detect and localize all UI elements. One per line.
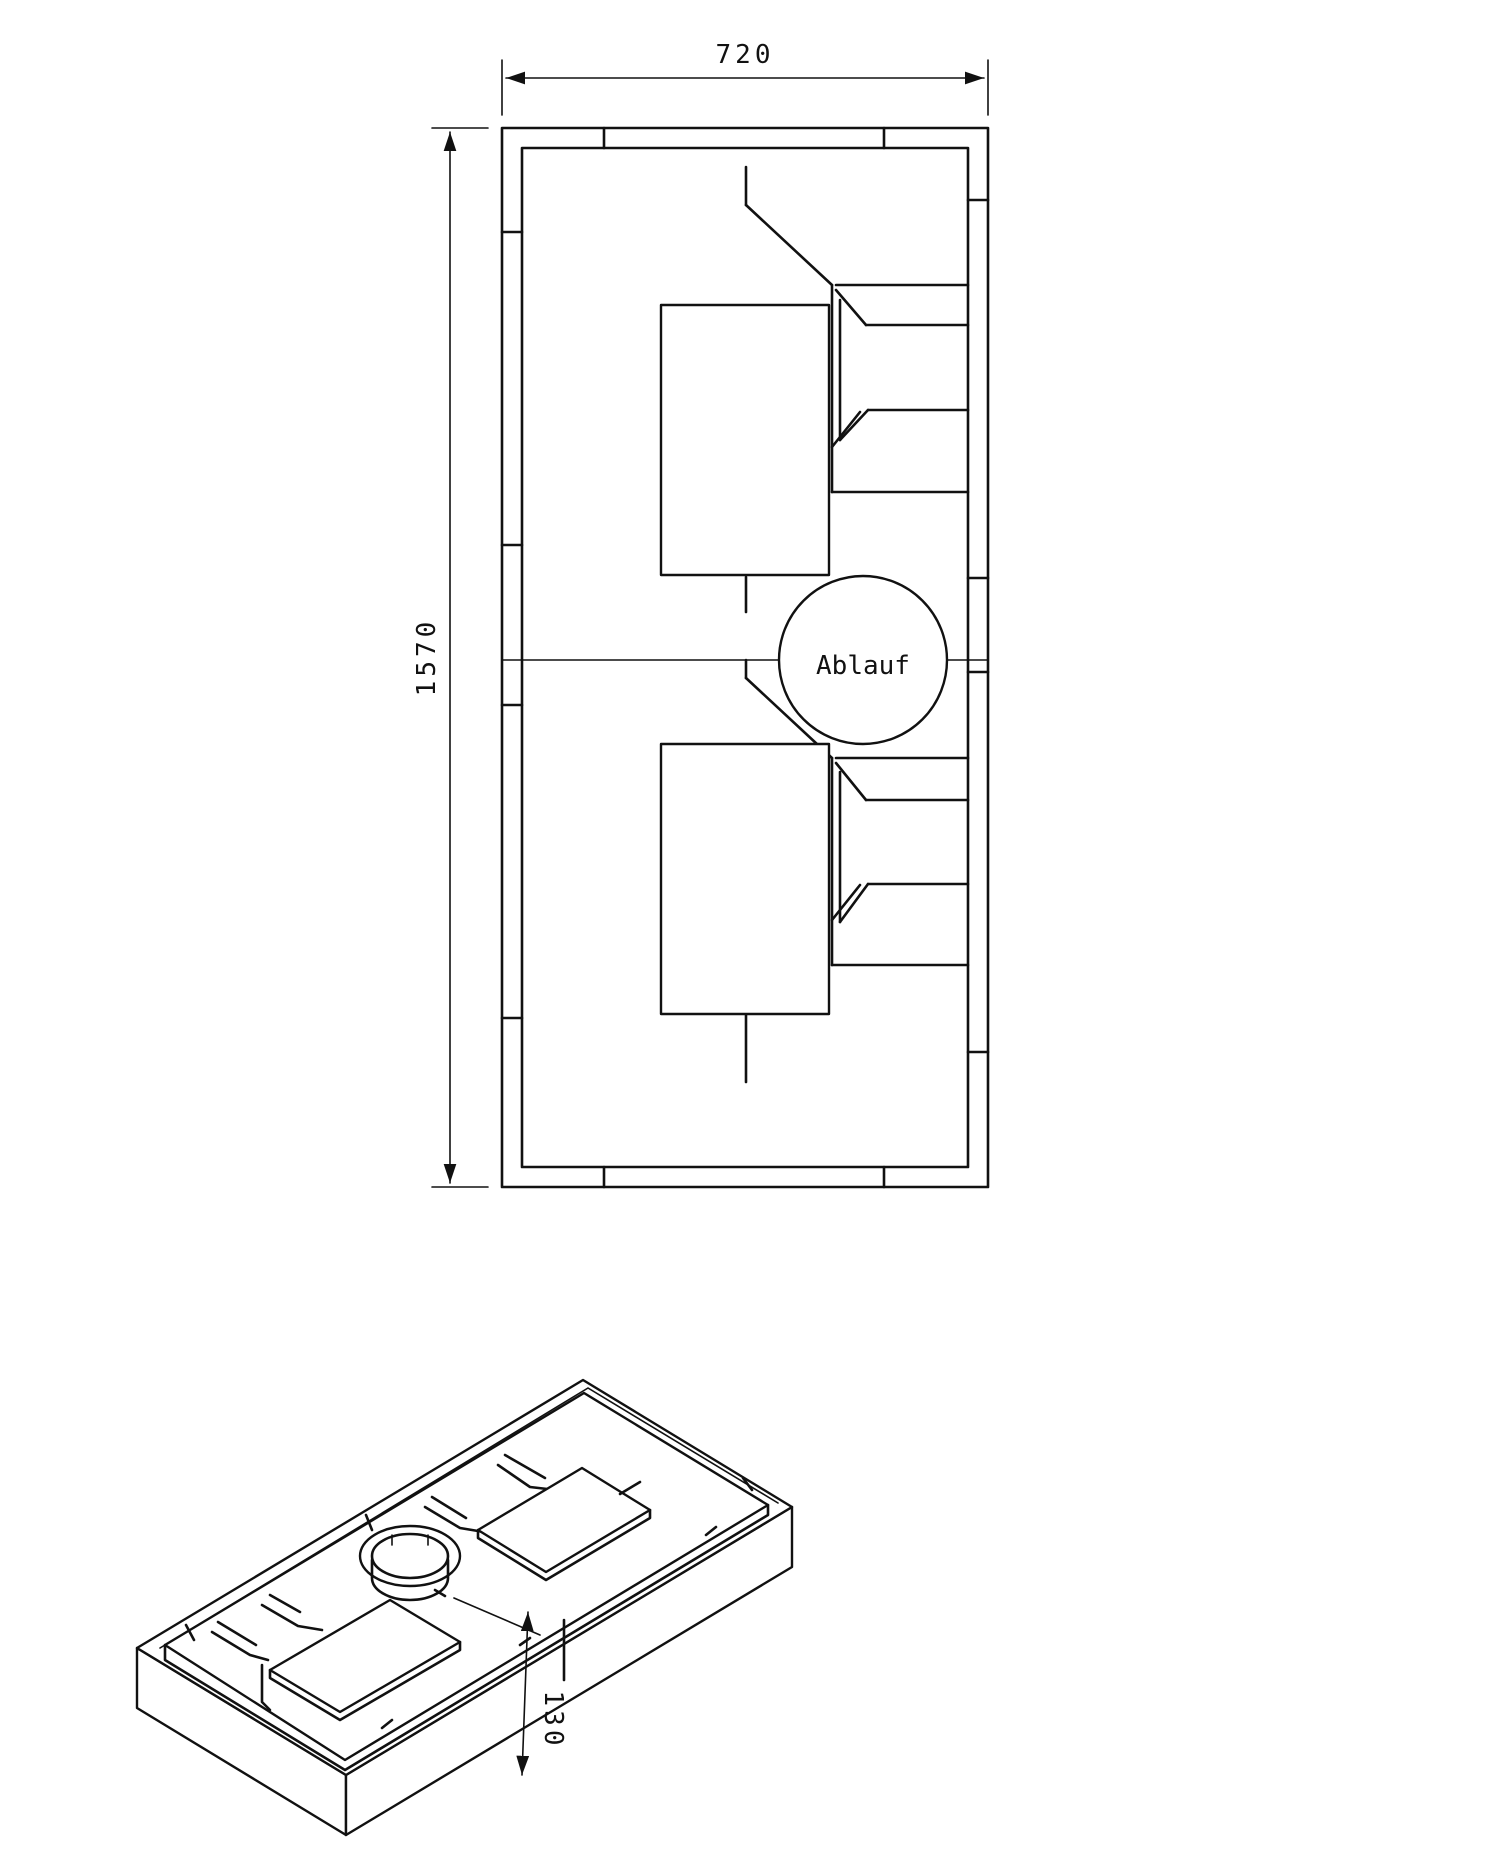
tray-outer-frame — [500, 126, 990, 1189]
drain-outlet: Ablauf — [777, 574, 949, 746]
top-channel-ribs — [744, 165, 970, 614]
bottom-channel-ribs — [744, 658, 970, 1084]
frame-ticks — [500, 126, 990, 1189]
plan-view: 720 1570 — [412, 40, 990, 1189]
isometric-view: 130 — [135, 1378, 794, 1837]
height-dimension: 130 — [453, 1597, 568, 1776]
height-dimension-label: 130 — [538, 1691, 568, 1750]
width-dimension-label: 720 — [716, 40, 775, 70]
bottom-drain-cover-plate — [659, 742, 831, 1016]
top-drain-cover-plate — [659, 303, 831, 577]
length-dimension-label: 1570 — [412, 618, 442, 697]
drain-label: Ablauf — [816, 651, 910, 681]
length-dimension: 1570 — [412, 127, 489, 1188]
tray-inner-frame — [520, 146, 970, 1169]
iso-drain-ring — [358, 1524, 462, 1602]
width-dimension: 720 — [501, 40, 989, 116]
